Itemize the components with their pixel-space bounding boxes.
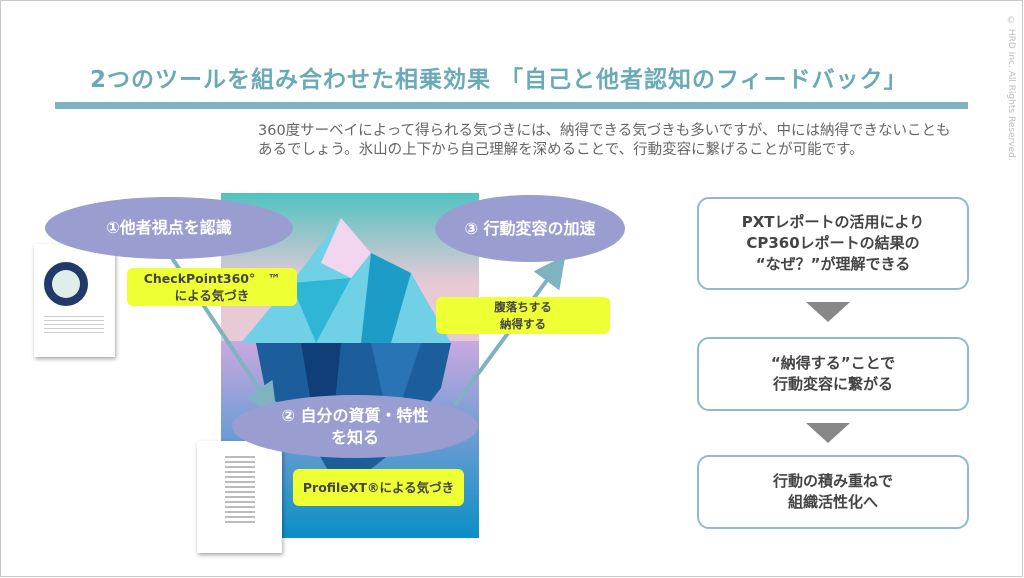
flow-box-2-line1: “納得する”ことで	[770, 354, 896, 372]
radar-chart-icon	[44, 262, 88, 306]
step-2-line1: ② 自分の資質・特性	[281, 405, 429, 425]
title-underline	[55, 102, 968, 109]
step-3-ellipse: ③ 行動変容の加速	[435, 195, 625, 262]
down-arrow-icon	[806, 423, 850, 443]
step-1-ellipse: ①他者視点を認識	[45, 197, 293, 259]
checkpoint-label-line2: による気づき	[174, 288, 250, 303]
flow-box-1-line3: “なぜ？”が理解できる	[755, 255, 911, 273]
flow-box-3: 行動の積み重ねで 組織活性化へ	[697, 455, 969, 529]
checkpoint360-report-thumbnail	[34, 244, 115, 357]
flow-box-3-line1: 行動の積み重ねで	[772, 472, 893, 490]
slide-title: 2つのツールを組み合わせた相乗効果 「自己と他者認知のフィードバック」	[90, 67, 908, 93]
lead-text: 360度サーベイによって得られる気づきには、納得できる気づきも多いですが、中には…	[258, 123, 951, 158]
understanding-label-line2: 納得する	[500, 316, 546, 331]
copyright: © HRD Inc. All Rights Reserved.	[1006, 16, 1016, 161]
flow-box-1: PXTレポートの活用により CP360レポートの結果の “なぜ？”が理解できる	[697, 197, 969, 290]
flow-box-3-line2: 組織活性化へ	[787, 493, 878, 511]
flow-box-1-line2: CP360レポートの結果の	[746, 234, 920, 252]
step-2-line2: を知る	[330, 427, 379, 447]
flow-box-1-line1: PXTレポートの活用により	[741, 213, 925, 231]
profilext-report-thumbnail	[197, 441, 282, 553]
down-arrow-icon	[806, 302, 850, 322]
checkpoint-label: CheckPoint360° ™ による気づき	[127, 268, 297, 306]
flow-box-2: “納得する”ことで 行動変容に繋がる	[697, 337, 969, 411]
checkpoint-label-line1: CheckPoint360° ™	[143, 271, 281, 286]
step-2-ellipse: ② 自分の資質・特性 を知る	[232, 395, 478, 458]
understanding-label-line1: 腹落ちする	[494, 299, 552, 314]
understanding-label: 腹落ちする 納得する	[436, 297, 610, 334]
profilext-label: ProfileXT®による気づき	[293, 469, 464, 506]
flow-box-2-line2: 行動変容に繋がる	[772, 375, 893, 393]
